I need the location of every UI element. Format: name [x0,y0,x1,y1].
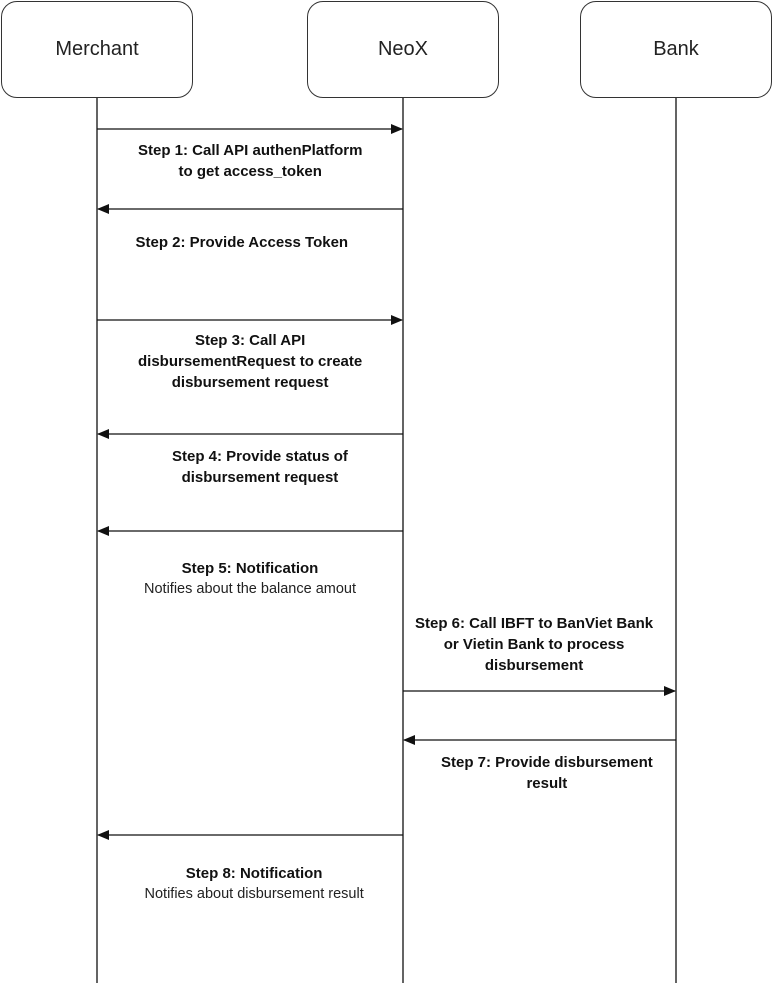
message-title-line: disbursement request [181,469,339,486]
participant-merchant: Merchant [1,1,193,98]
message-title-line: Step 4: Provide status of [172,448,348,465]
message-description: Notifies about the balance amout [144,581,356,597]
message-title: Step 1: Call API authenPlatform to get ac… [138,140,362,182]
message-title: Step 2: Provide Access Token [136,232,349,253]
message-title-line: Step 5: Notification [181,560,319,577]
message-label-step-6: Step 6: Call IBFT to BanViet Bank or Viet… [415,613,654,676]
lifelines-group [96,98,677,983]
message-title-line: disbursement [484,657,584,674]
message-title-line: Step 7: Provide disbursement [441,754,653,771]
message-title-line: Step 3: Call API [194,332,306,349]
message-label-step-1: Step 1: Call API authenPlatform to get ac… [138,140,363,182]
participant-bank: Bank [580,1,772,98]
message-title: Step 4: Provide status of disbursement re… [172,446,348,488]
message-title: Step 8: Notification [145,863,364,884]
message-title-line: disbursement request [171,374,329,391]
message-title-line: Step 8: Notification [185,865,323,882]
participant-neox: NeoX [307,1,499,98]
message-title-line: Step 2: Provide Access Token [135,234,349,251]
message-title-line: Step 1: Call API authenPlatform [138,142,363,159]
arrows-group [97,124,676,840]
message-title: Step 6: Call IBFT to BanViet Bank or Viet… [415,613,653,676]
message-label-step-7: Step 7: Provide disbursement result [441,752,653,794]
message-title-line: to get access_token [178,163,322,180]
participant-bank-label: Bank [653,38,699,60]
message-title-line: disbursementRequest to create [138,353,363,370]
participant-merchant-label: Merchant [55,38,139,60]
message-title-line: Step 6: Call IBFT to BanViet Bank [415,615,654,632]
message-description: Notifies about disbursement result [144,886,364,902]
message-label-step-4: Step 4: Provide status of disbursement re… [172,446,348,488]
message-title-line: or Vietin Bank to process [443,636,625,653]
message-title-line: result [526,775,568,792]
message-title: Step 7: Provide disbursement result [441,752,653,794]
message-label-step-2: Step 2: Provide Access Token [135,232,349,253]
participant-neox-label: NeoX [377,38,429,60]
message-title: Step 3: Call API disbursementRequest to c… [138,330,362,393]
message-title: Step 5: Notification [144,558,356,579]
message-label-step-3: Step 3: Call API disbursementRequest to c… [138,330,363,393]
